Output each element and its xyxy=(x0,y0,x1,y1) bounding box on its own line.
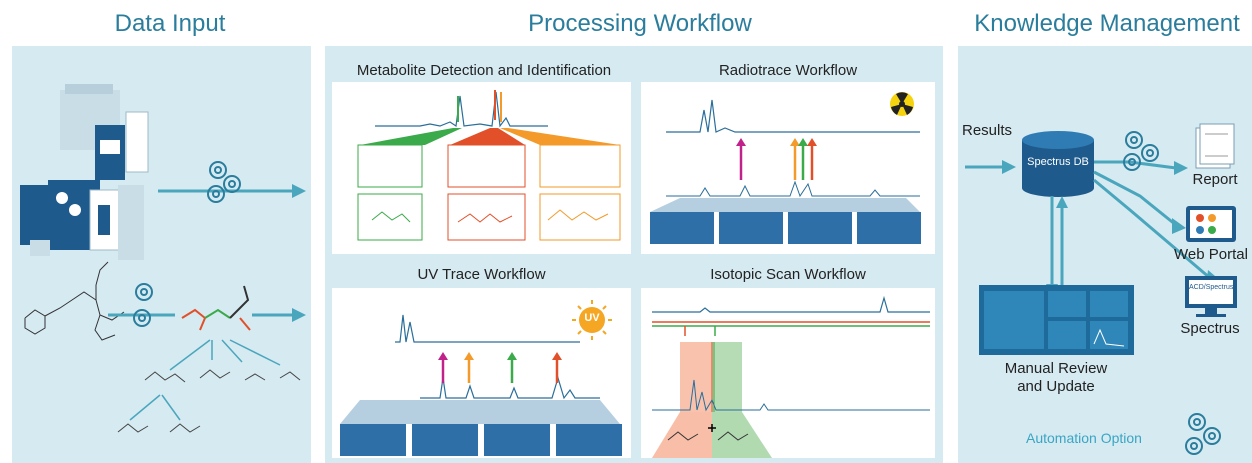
isotopic-chromatogram xyxy=(652,295,930,313)
metabolite-detection-title: Metabolite Detection and Identification xyxy=(356,62,612,79)
knowledge-management-title: Knowledge Management xyxy=(974,10,1240,37)
manual-update-label: and Update xyxy=(1017,378,1095,395)
knowledge-panel xyxy=(958,46,1252,463)
database-icon xyxy=(1022,131,1094,197)
automation-option-label: Automation Option xyxy=(1026,430,1142,446)
sun-icon xyxy=(572,300,612,340)
radiotrace-chromatogram xyxy=(666,99,920,133)
report-label: Report xyxy=(1192,171,1238,188)
data-input-title: Data Input xyxy=(114,10,226,37)
web-portal-label: Web Portal xyxy=(1174,246,1248,263)
browser-icon xyxy=(1186,206,1236,242)
uv-badge: UV xyxy=(584,312,600,324)
molecule-icon xyxy=(24,261,125,341)
spectrus-label: Spectrus xyxy=(1180,320,1240,337)
uv-trace-title: UV Trace Workflow xyxy=(417,266,546,283)
review-screen-icon xyxy=(979,285,1134,355)
radiation-icon xyxy=(890,92,914,116)
metabolite-chromatogram xyxy=(375,91,548,128)
gear-icon xyxy=(1123,131,1159,171)
metabolite-icon xyxy=(117,369,301,433)
data-input-graphics xyxy=(20,84,306,433)
spectrus-logo-label: ACD/Spectrus xyxy=(1189,284,1234,291)
gear-icon xyxy=(207,161,241,203)
molecule-highlighted-icon xyxy=(181,285,251,331)
instrument-icon xyxy=(20,84,149,260)
uv-chromatogram xyxy=(395,314,580,343)
gear-icon xyxy=(1185,413,1221,455)
report-icon xyxy=(1195,123,1235,169)
radiotrace-title: Radiotrace Workflow xyxy=(718,62,858,79)
results-label: Results xyxy=(962,122,1013,139)
spectrus-db-label: Spectrus DB xyxy=(1027,156,1089,168)
processing-workflow-title: Processing Workflow xyxy=(528,10,752,37)
manual-review-label: Manual Review xyxy=(1004,360,1108,377)
isotopic-scan-title: Isotopic Scan Workflow xyxy=(710,266,866,283)
gear-icon xyxy=(133,283,153,327)
monitor-icon xyxy=(1185,276,1237,317)
